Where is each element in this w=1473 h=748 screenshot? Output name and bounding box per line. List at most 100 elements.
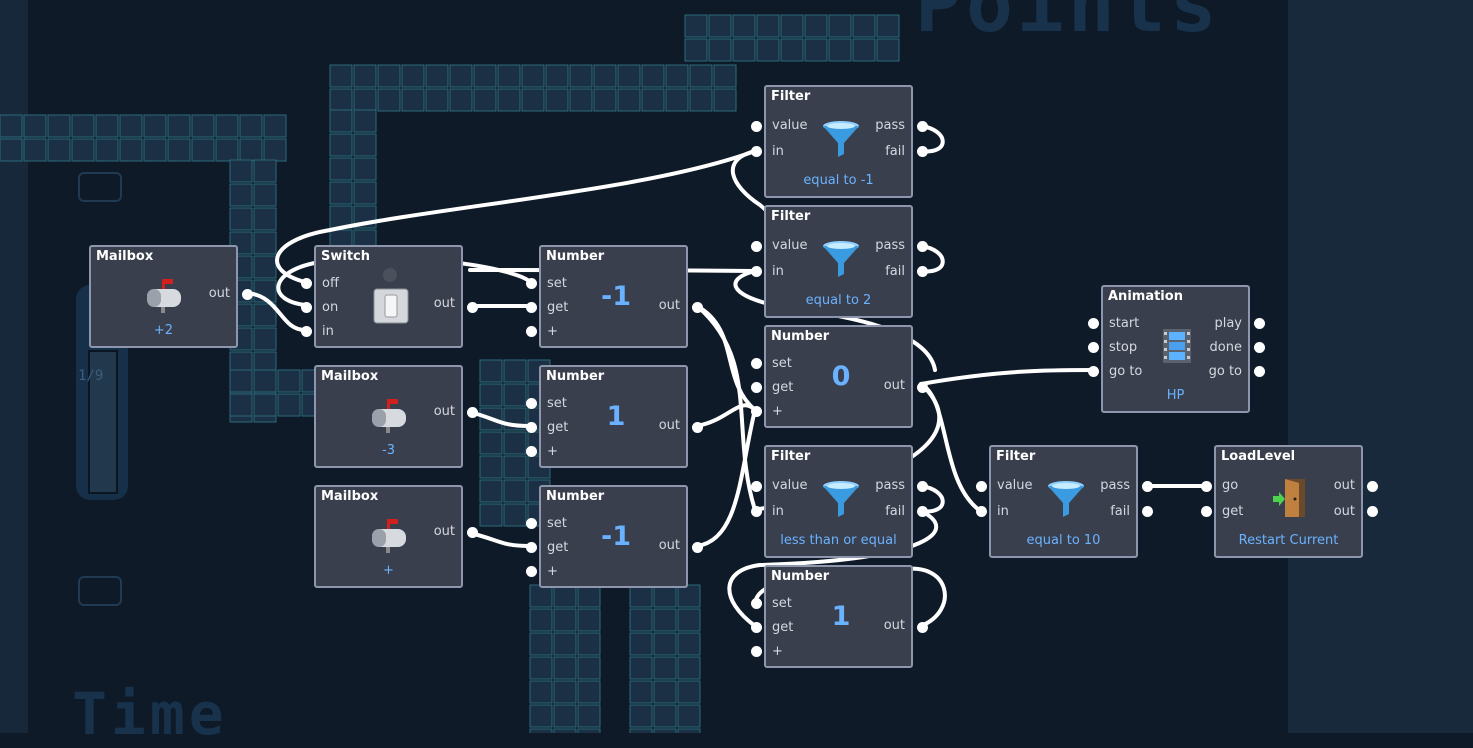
port-label-in: in	[997, 504, 1009, 519]
input-port-get[interactable]	[751, 382, 762, 393]
number-node[interactable]: Number set get + 1 out	[526, 365, 703, 468]
input-port-plus[interactable]	[751, 646, 762, 657]
input-port-plus[interactable]	[526, 566, 537, 577]
level-tile	[629, 584, 653, 608]
level-tile	[708, 38, 732, 62]
level-tile	[329, 88, 353, 112]
filter-node[interactable]: Filter value in pass fail less than or e…	[751, 445, 928, 558]
level-tile	[353, 109, 377, 133]
input-port-plus[interactable]	[526, 446, 537, 457]
input-port-start[interactable]	[1088, 318, 1099, 329]
input-port-get[interactable]	[526, 542, 537, 553]
level-tile	[95, 114, 119, 138]
input-port-on[interactable]	[301, 302, 312, 313]
number-value: 1	[831, 601, 851, 632]
mailbox-value: -3	[382, 443, 395, 458]
node-title: Filter	[996, 449, 1036, 464]
output-port-fail[interactable]	[917, 266, 928, 277]
port-label-out: out	[1333, 504, 1355, 519]
loadlevel-node[interactable]: LoadLevel go get out out Restart Current	[1201, 445, 1378, 558]
level-tile	[47, 138, 71, 162]
input-port-value[interactable]	[976, 481, 987, 492]
output-port-pass[interactable]	[1142, 481, 1153, 492]
input-port-set[interactable]	[526, 398, 537, 409]
input-port-in[interactable]	[751, 266, 762, 277]
output-port-goto[interactable]	[1254, 366, 1265, 377]
output-port[interactable]	[917, 622, 928, 633]
input-port-get[interactable]	[526, 422, 537, 433]
level-tile	[553, 608, 577, 632]
number-node[interactable]: Number set get + -1 out	[526, 485, 703, 588]
filter-node[interactable]: Filter value in pass fail equal to 2	[751, 205, 928, 318]
node-title: Filter	[771, 449, 811, 464]
input-port-in[interactable]	[751, 146, 762, 157]
output-port-play[interactable]	[1254, 318, 1265, 329]
input-port-set[interactable]	[526, 518, 537, 529]
output-port-fail[interactable]	[917, 146, 928, 157]
animation-node[interactable]: Animation start stop go to play done go …	[1088, 285, 1265, 413]
output-port[interactable]	[467, 407, 478, 418]
output-port-fail[interactable]	[917, 506, 928, 517]
level-tile	[713, 64, 737, 88]
level-tile	[191, 138, 215, 162]
input-port-value[interactable]	[751, 121, 762, 132]
input-port-stop[interactable]	[1088, 342, 1099, 353]
filter-node[interactable]: Filter value in pass fail equal to -1	[751, 85, 928, 198]
level-tile	[215, 138, 239, 162]
mailbox-node[interactable]: Mailbox out +	[314, 485, 478, 588]
input-port-plus[interactable]	[751, 406, 762, 417]
node-title: Number	[771, 569, 830, 584]
input-port-get[interactable]	[751, 622, 762, 633]
input-port-in[interactable]	[301, 326, 312, 337]
level-tile	[653, 728, 677, 733]
port-label-out: out	[658, 538, 680, 553]
hud-meter-bar	[88, 350, 118, 494]
port-label-play: play	[1214, 316, 1242, 331]
level-tile	[653, 632, 677, 656]
output-port[interactable]	[242, 289, 253, 300]
port-label-go: go	[1222, 478, 1239, 493]
mailbox-node[interactable]: Mailbox out +2	[89, 245, 253, 348]
output-port[interactable]	[917, 382, 928, 393]
input-port-set[interactable]	[526, 278, 537, 289]
level-tile	[677, 632, 701, 656]
number-node[interactable]: Number set get + -1 out	[526, 245, 703, 348]
output-port-fail[interactable]	[1142, 506, 1153, 517]
level-tile	[828, 38, 852, 62]
input-port-value[interactable]	[751, 481, 762, 492]
output-port[interactable]	[692, 422, 703, 433]
level-tile	[253, 207, 277, 231]
input-port-set[interactable]	[751, 358, 762, 369]
port-label-fail: fail	[885, 144, 905, 159]
output-port[interactable]	[692, 302, 703, 313]
input-port-get[interactable]	[1201, 506, 1212, 517]
level-tile	[229, 159, 253, 183]
input-port-goto[interactable]	[1088, 366, 1099, 377]
input-port-plus[interactable]	[526, 326, 537, 337]
output-port-pass[interactable]	[917, 121, 928, 132]
input-port-go[interactable]	[1201, 481, 1212, 492]
output-port[interactable]	[1367, 506, 1378, 517]
output-port-pass[interactable]	[917, 241, 928, 252]
output-port[interactable]	[1367, 481, 1378, 492]
level-tile	[708, 14, 732, 38]
mailbox-node[interactable]: Mailbox out -3	[314, 365, 478, 468]
filter-node[interactable]: Filter value in pass fail equal to 10	[976, 445, 1153, 558]
port-label-get: get	[1222, 504, 1244, 519]
input-port-get[interactable]	[526, 302, 537, 313]
input-port-in[interactable]	[976, 506, 987, 517]
input-port-set[interactable]	[751, 598, 762, 609]
number-node[interactable]: Number set get + 0 out	[751, 325, 928, 428]
output-port-pass[interactable]	[917, 481, 928, 492]
level-tile	[876, 14, 900, 38]
output-port[interactable]	[467, 302, 478, 313]
output-port[interactable]	[467, 527, 478, 538]
switch-node[interactable]: Switch off on in out	[301, 245, 478, 348]
input-port-value[interactable]	[751, 241, 762, 252]
number-node[interactable]: Number set get + 1 out	[751, 565, 928, 668]
input-port-in[interactable]	[751, 506, 762, 517]
points-label: Points	[915, 0, 1221, 50]
output-port-done[interactable]	[1254, 342, 1265, 353]
input-port-off[interactable]	[301, 278, 312, 289]
output-port[interactable]	[692, 542, 703, 553]
